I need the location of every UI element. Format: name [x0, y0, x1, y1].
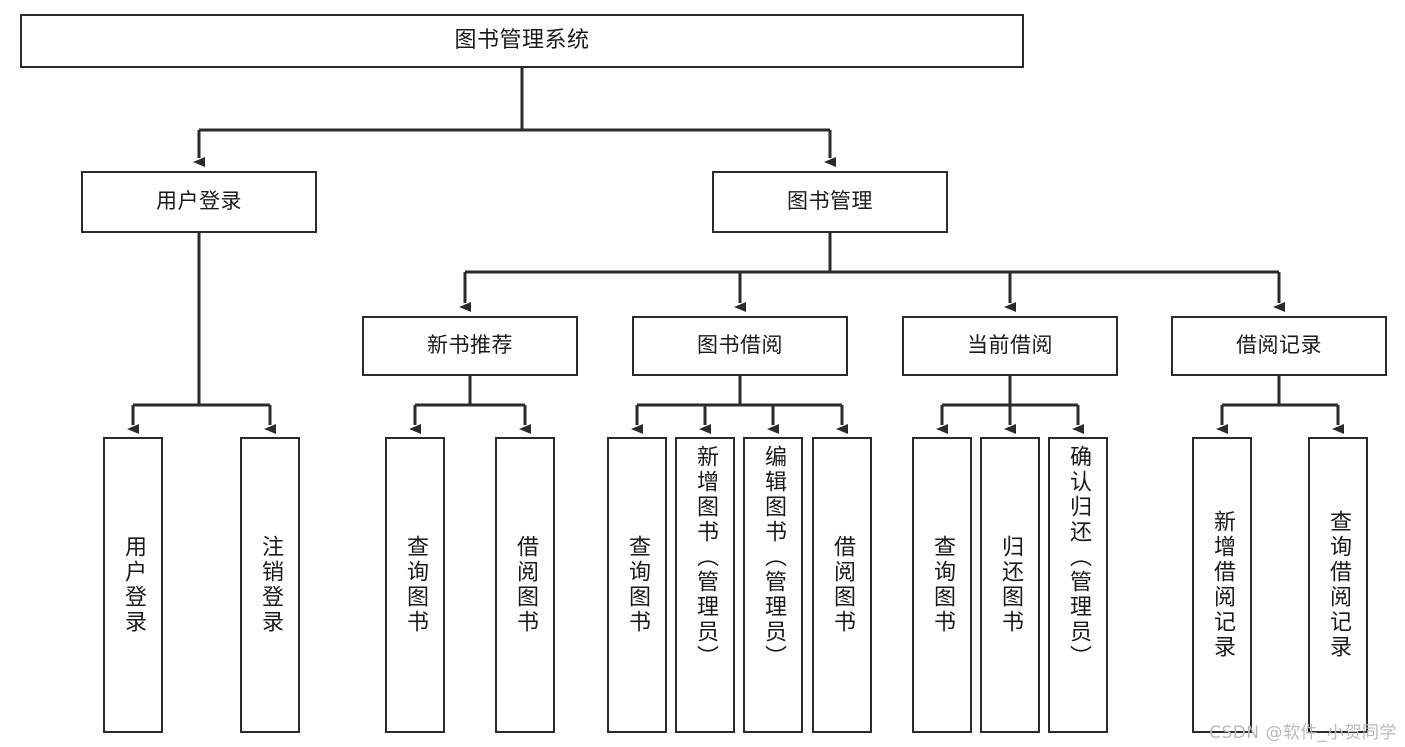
- node-label: 当前借阅: [967, 333, 1053, 358]
- node-label: 图书借阅: [697, 333, 783, 358]
- node-label: 新增图书（管理员）: [693, 445, 718, 670]
- node-label: 归还图书: [998, 535, 1023, 635]
- leaf-user-login-login[interactable]: 用户登录: [103, 437, 163, 733]
- leaf-recommend-query-book[interactable]: 查询图书: [385, 437, 445, 733]
- node-label: 编辑图书（管理员）: [761, 445, 786, 670]
- node-label: 新增借阅记录: [1210, 510, 1235, 660]
- leaf-current-return-book[interactable]: 归还图书: [980, 437, 1040, 733]
- node-label: 查询图书: [625, 535, 650, 635]
- leaf-record-query-record[interactable]: 查询借阅记录: [1308, 437, 1368, 733]
- node-label: 借阅记录: [1236, 333, 1322, 358]
- leaf-borrow-edit-book-admin[interactable]: 编辑图书（管理员）: [743, 437, 803, 733]
- node-label: 图书管理: [787, 189, 873, 214]
- node-label: 确认归还（管理员）: [1066, 445, 1091, 670]
- node-label: 借阅图书: [513, 535, 538, 635]
- node-label: 查询借阅记录: [1326, 510, 1351, 660]
- leaf-borrow-borrow-book[interactable]: 借阅图书: [812, 437, 872, 733]
- node-label: 注销登录: [258, 535, 283, 635]
- node-root-system[interactable]: 图书管理系统: [20, 14, 1024, 68]
- node-label: 用户登录: [156, 189, 242, 214]
- leaf-user-login-logout[interactable]: 注销登录: [240, 437, 300, 733]
- node-new-book-recommend[interactable]: 新书推荐: [362, 316, 578, 376]
- node-borrow-record[interactable]: 借阅记录: [1171, 316, 1387, 376]
- node-label: 新书推荐: [427, 333, 513, 358]
- leaf-record-add-record[interactable]: 新增借阅记录: [1192, 437, 1252, 733]
- leaf-current-confirm-return-admin[interactable]: 确认归还（管理员）: [1048, 437, 1108, 733]
- leaf-borrow-add-book-admin[interactable]: 新增图书（管理员）: [675, 437, 735, 733]
- node-label: 借阅图书: [830, 535, 855, 635]
- node-user-login[interactable]: 用户登录: [81, 171, 317, 233]
- leaf-recommend-borrow-book[interactable]: 借阅图书: [495, 437, 555, 733]
- node-label: 用户登录: [121, 535, 146, 635]
- leaf-borrow-query-book[interactable]: 查询图书: [607, 437, 667, 733]
- watermark-text: CSDN @软件_小贺同学: [1209, 723, 1397, 743]
- node-label: 图书管理系统: [454, 27, 590, 53]
- leaf-current-query-book[interactable]: 查询图书: [912, 437, 972, 733]
- node-label: 查询图书: [930, 535, 955, 635]
- node-book-management[interactable]: 图书管理: [712, 171, 948, 233]
- node-label: 查询图书: [403, 535, 428, 635]
- node-book-borrow[interactable]: 图书借阅: [632, 316, 848, 376]
- node-current-borrow[interactable]: 当前借阅: [902, 316, 1118, 376]
